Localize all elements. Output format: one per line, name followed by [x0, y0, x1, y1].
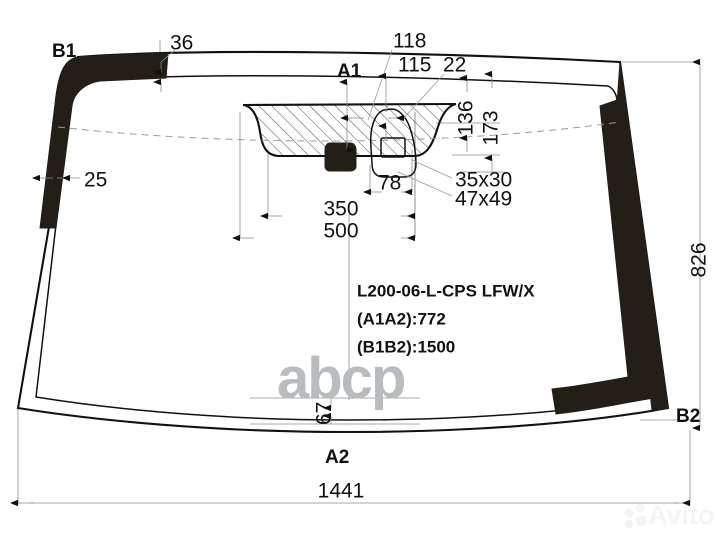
dimension-1441-label: 1441	[318, 480, 365, 503]
dimension-sensor-sizes: 35x30 47x49	[397, 159, 512, 211]
dimension-118: 118	[340, 30, 426, 122]
part-info-block: L200-06-L-CPS LFW/X (A1A2):772 (B1B2):15…	[357, 281, 535, 356]
dimension-78: 78	[363, 172, 412, 196]
dimension-500-label: 500	[323, 220, 358, 243]
label-a2: A2	[325, 447, 349, 468]
label-b1: B1	[52, 41, 77, 62]
watermark-abcp: abcp	[277, 346, 407, 411]
dimension-350-label: 350	[323, 198, 358, 221]
dimension-115: 115	[378, 54, 431, 140]
part-code-text: L200-06-L-CPS LFW/X	[357, 281, 535, 300]
glass-outline	[16, 50, 670, 433]
dimension-350: 350	[260, 198, 415, 221]
label-b2-text: B2	[676, 406, 700, 427]
label-a2-text: A2	[325, 447, 349, 468]
dimension-826-label: 826	[688, 242, 711, 277]
dimension-36: 36	[153, 32, 193, 92]
dimension-25: 25	[32, 169, 107, 192]
ceramic-band-left	[39, 52, 169, 229]
dimension-136: 136	[455, 74, 478, 152]
dimension-118-label: 118	[393, 30, 426, 53]
b1b2-dimension-text: (B1B2):1500	[357, 337, 455, 356]
dimension-78-label: 78	[378, 172, 401, 195]
label-a1-text: A1	[337, 61, 362, 82]
watermark-avito-text: Avito	[648, 500, 715, 530]
watermark-abcp-text: abcp	[277, 346, 405, 411]
dimension-35x30-label: 35x30	[455, 169, 512, 192]
dimension-173: 173	[480, 70, 503, 172]
watermark-avito: Avito	[624, 500, 715, 530]
dimension-25-label: 25	[84, 169, 107, 192]
dimension-115-label: 115	[398, 54, 431, 77]
dimension-67: 67	[313, 398, 336, 425]
dimension-36-label: 36	[170, 32, 193, 55]
reference-dashed-curve	[57, 121, 621, 142]
dimension-67-label: 67	[313, 402, 336, 425]
dimension-173-label: 173	[480, 110, 503, 145]
rain-sensor-block	[324, 142, 357, 172]
mirror-mount-outline	[369, 108, 417, 178]
ceramic-band-right	[551, 61, 669, 415]
dimension-136-label: 136	[455, 100, 478, 135]
label-b1-text: B1	[52, 41, 77, 62]
a1a2-dimension-text: (A1A2):772	[357, 309, 446, 328]
dimension-47x49-label: 47x49	[455, 188, 512, 211]
dimension-826: 826	[688, 58, 711, 432]
label-b2: B2	[676, 406, 700, 427]
dimension-22: 22	[388, 54, 466, 122]
dimension-1441: 1441	[10, 480, 690, 507]
witness-lines	[17, 40, 700, 505]
dimension-22-label: 22	[443, 54, 466, 77]
dimension-500: 500	[232, 220, 415, 243]
